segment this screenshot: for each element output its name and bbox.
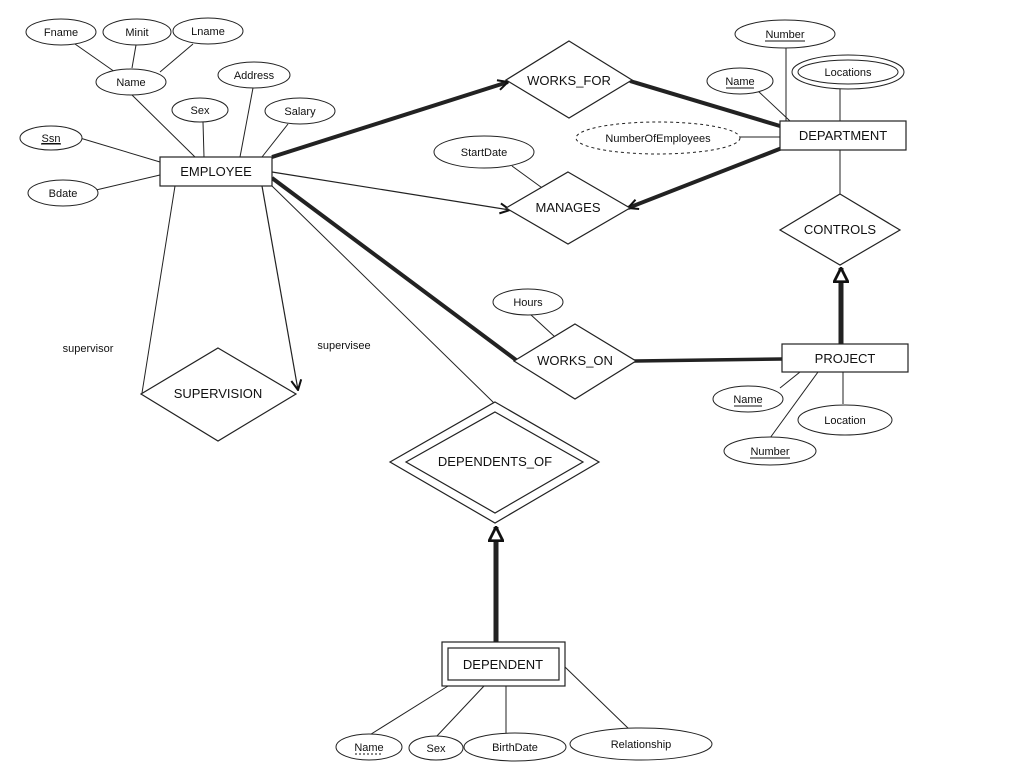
attribute-emp-fname: Fname [25, 18, 97, 46]
line-worksfor-department [629, 79, 781, 128]
attribute-dep-relationship: Relationship [569, 727, 713, 761]
attribute-emp-bdate: Bdate [27, 179, 99, 207]
line-ssn-employee [79, 137, 161, 163]
relationship-works-for: WORKS_FOR [504, 40, 634, 119]
line-depsex-dependent [435, 685, 485, 738]
line-relationship-dependent [564, 666, 631, 731]
relationship-supervision-label: SUPERVISION [174, 386, 263, 401]
attribute-dep-name-partialkey: Name [335, 733, 403, 761]
line-projnumber-project [769, 371, 819, 439]
line-employee-worksfor [271, 82, 508, 159]
attribute-dep-name-label: Name [354, 742, 383, 754]
attribute-dept-number-key: Number [734, 19, 836, 49]
attribute-dept-locations-label: Locations [824, 67, 872, 79]
line-depname-dependent [367, 685, 449, 737]
connector-lines [74, 43, 843, 738]
relationship-supervision: SUPERVISION [139, 347, 298, 442]
line-employee-dependentsof [271, 185, 495, 404]
line-minit-name [131, 44, 137, 69]
line-projname-project [779, 371, 801, 389]
line-employee-manages [271, 171, 510, 210]
attribute-emp-minit: Minit [102, 18, 172, 46]
line-lname-name [159, 43, 194, 73]
attribute-dept-number-label: Number [765, 29, 804, 41]
attribute-emp-lname-label: Lname [191, 26, 225, 38]
attribute-emp-ssn-key: Ssn [19, 125, 83, 151]
attribute-dept-locations-multivalued: Locations [791, 54, 905, 90]
relationship-dependents-of-label: DEPENDENTS_OF [438, 454, 552, 469]
attribute-emp-sex: Sex [171, 97, 229, 123]
attribute-dept-numberofemployees-label: NumberOfEmployees [605, 133, 711, 145]
attribute-emp-address: Address [217, 61, 291, 89]
relationship-works-on: WORKS_ON [512, 323, 638, 400]
entity-dependent-label: DEPENDENT [463, 657, 543, 672]
attribute-emp-ssn-label: Ssn [42, 133, 61, 145]
attribute-dept-numberofemployees-derived: NumberOfEmployees [575, 121, 741, 155]
relationship-works-on-label: WORKS_ON [537, 353, 613, 368]
attribute-proj-name-key: Name [712, 385, 784, 413]
relationship-controls: CONTROLS [778, 193, 902, 266]
attribute-emp-minit-label: Minit [125, 27, 148, 39]
attribute-emp-bdate-label: Bdate [49, 188, 78, 200]
attribute-emp-salary-label: Salary [284, 106, 316, 118]
entity-department-label: DEPARTMENT [799, 128, 887, 143]
attribute-dep-sex: Sex [408, 735, 464, 761]
entity-employee-label: EMPLOYEE [180, 164, 252, 179]
attribute-dep-birthdate: BirthDate [463, 732, 567, 762]
line-address-employee [239, 87, 254, 158]
attribute-workson-hours-label: Hours [513, 297, 543, 309]
attribute-dep-relationship-label: Relationship [611, 739, 672, 751]
attribute-dept-name-key: Name [706, 67, 774, 95]
attribute-emp-name: Name [95, 68, 167, 96]
line-name-employee [131, 94, 196, 158]
attribute-emp-fname-label: Fname [44, 27, 78, 39]
attribute-emp-address-label: Address [234, 70, 275, 82]
line-bdate-employee [95, 174, 161, 191]
attribute-dept-name-label: Name [725, 76, 754, 88]
relationship-manages: MANAGES [504, 171, 632, 245]
attribute-emp-name-label: Name [116, 77, 145, 89]
line-fname-name [74, 43, 116, 73]
line-department-manages [628, 146, 783, 208]
line-startdate-manages [511, 165, 546, 191]
line-deptname-department [757, 90, 791, 122]
relationship-dependents-of-identifying: DEPENDENTS_OF [388, 401, 601, 524]
line-workson-project [633, 357, 783, 363]
attribute-manages-startdate: StartDate [433, 135, 535, 169]
line-employee-supervision-supervisee [261, 185, 298, 390]
line-hours-worksOn [529, 313, 556, 338]
role-supervisor-label: supervisor [63, 343, 114, 355]
attribute-proj-name-label: Name [733, 394, 762, 406]
attribute-proj-location-label: Location [824, 415, 866, 427]
line-salary-employee [261, 123, 289, 158]
attribute-emp-sex-label: Sex [191, 105, 210, 117]
entity-dependent-weak: DEPENDENT [441, 641, 566, 687]
attribute-manages-startdate-label: StartDate [461, 147, 507, 159]
role-supervisee-label: supervisee [317, 340, 370, 352]
attribute-workson-hours: Hours [492, 288, 564, 316]
attribute-proj-number-label: Number [750, 446, 789, 458]
attribute-proj-number-key: Number [723, 436, 817, 466]
line-sex-employee [202, 121, 205, 158]
attribute-emp-salary: Salary [264, 97, 336, 125]
line-employee-workson [270, 176, 518, 362]
attribute-dep-birthdate-label: BirthDate [492, 742, 538, 754]
relationship-works-for-label: WORKS_FOR [527, 73, 611, 88]
attribute-dep-sex-label: Sex [427, 743, 446, 755]
line-employee-supervision-supervisor [141, 185, 176, 394]
relationship-manages-label: MANAGES [535, 200, 600, 215]
attribute-proj-location: Location [797, 404, 893, 436]
entity-employee: EMPLOYEE [159, 156, 273, 187]
entity-department: DEPARTMENT [779, 120, 907, 151]
entity-project-label: PROJECT [815, 351, 876, 366]
relationship-controls-label: CONTROLS [804, 222, 877, 237]
entity-project: PROJECT [781, 343, 909, 373]
attribute-emp-lname: Lname [172, 17, 244, 45]
